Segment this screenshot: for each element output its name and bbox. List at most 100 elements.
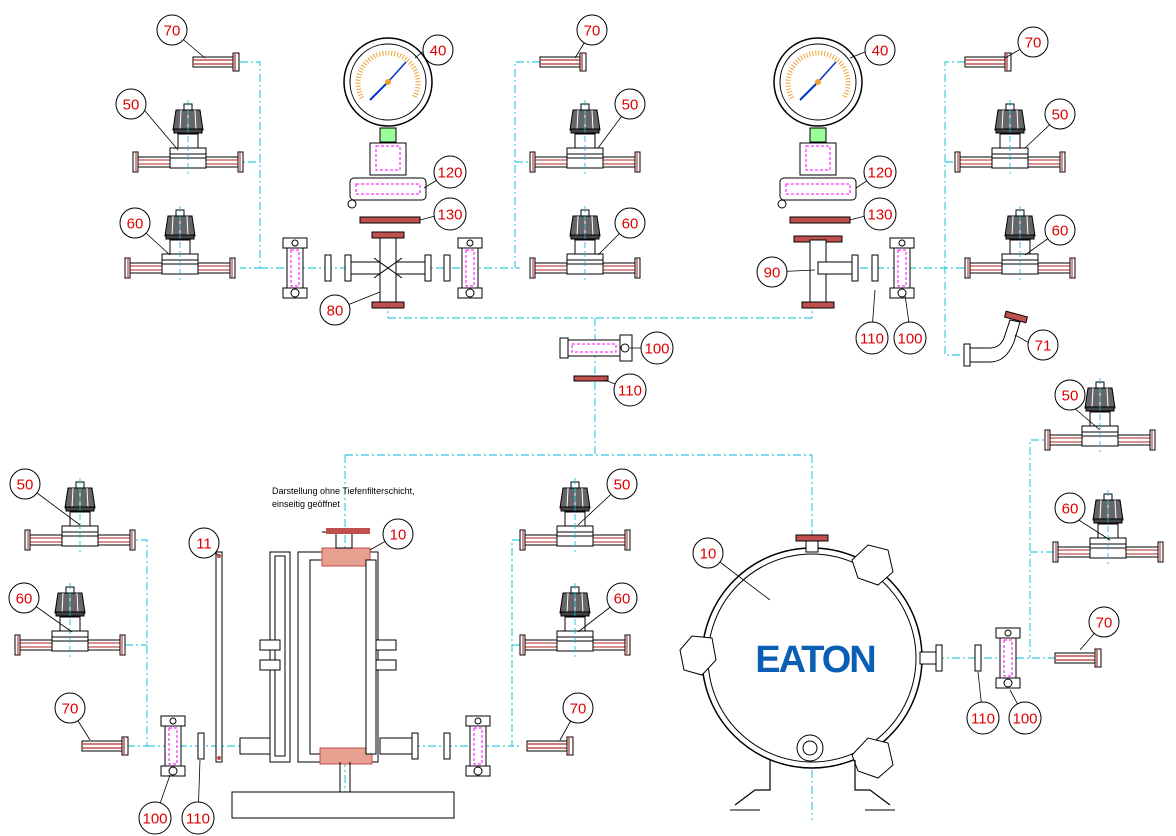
pipe-stub-bottom-left-70 [81, 736, 129, 756]
callout-circle [433, 197, 467, 231]
callout-label: 70 [584, 23, 601, 40]
callout-120: 120 [433, 155, 467, 189]
base-stand [231, 762, 455, 819]
callout-circle [181, 801, 215, 835]
callout-40: 40 [864, 34, 896, 66]
callout-circle [863, 155, 897, 189]
callout-90: 90 [756, 256, 788, 288]
gasket-bottom-mid [443, 732, 451, 760]
callout-circle [156, 14, 188, 46]
gasket-bottom-left-110 [197, 732, 205, 760]
callout-circle [119, 207, 151, 239]
callout-circle [54, 692, 86, 724]
pipe-stub-top-right-70 [964, 52, 1012, 72]
callout-circle [692, 537, 724, 569]
callout-circle [138, 801, 172, 835]
callout-50: 50 [1054, 379, 1086, 411]
callout-circle [606, 582, 638, 614]
callout-70: 70 [156, 14, 188, 46]
note-line-2: einseitig geöffnet [272, 499, 340, 509]
callout-circle [1044, 98, 1076, 130]
pipe-stub-right-tank-70 [1054, 648, 1102, 668]
pipe-stub-top-left-70 [192, 52, 240, 72]
valve-top-left-50 [132, 99, 244, 175]
callout-circle [8, 582, 40, 614]
callout-circle [966, 701, 1000, 735]
callout-60: 60 [1054, 492, 1086, 524]
callout-label: 70 [62, 701, 79, 718]
gasket-left [324, 254, 332, 282]
callout-label: 70 [164, 23, 181, 40]
gauge-right-40 [774, 38, 862, 224]
callout-label: 90 [764, 265, 781, 282]
callout-label: 10 [700, 546, 717, 563]
callout-60: 60 [606, 582, 638, 614]
callout-circle [1054, 492, 1086, 524]
callout-circle [1017, 26, 1049, 58]
callout-label: 130 [867, 207, 892, 224]
callout-circle [756, 256, 788, 288]
callout-label: 71 [1035, 338, 1052, 355]
callout-circle [115, 88, 147, 120]
gasket-left-2 [443, 254, 451, 282]
callout-circle [1054, 379, 1086, 411]
callout-60: 60 [1044, 214, 1076, 246]
sight-glass-center-100 [559, 334, 633, 362]
callout-label: 130 [437, 207, 462, 224]
callout-110: 110 [613, 373, 647, 407]
callout-label: 60 [127, 216, 144, 233]
callout-60: 60 [614, 207, 646, 239]
callout-120: 120 [863, 155, 897, 189]
callout-circle [1044, 214, 1076, 246]
callout-100: 100 [138, 801, 172, 835]
callout-40: 40 [422, 34, 454, 66]
eaton-logo: EATON [755, 639, 877, 681]
callout-100: 100 [893, 321, 927, 355]
callout-label: 50 [17, 477, 34, 494]
rod-11 [215, 551, 223, 763]
callout-60: 60 [119, 207, 151, 239]
callout-label: 50 [123, 97, 140, 114]
valve-bottom-left-50 [24, 477, 136, 553]
callout-50: 50 [614, 88, 646, 120]
callout-label: 100 [897, 331, 922, 348]
callout-label: 50 [1062, 388, 1079, 405]
elbow-71 [963, 310, 1029, 367]
callout-label: 110 [618, 383, 642, 400]
callout-label: 70 [1096, 615, 1113, 632]
sight-glass-left [282, 237, 308, 299]
callout-label: 40 [872, 43, 889, 60]
filter-housing-side-10 [239, 528, 419, 765]
filter-tank-10 [679, 534, 943, 811]
callout-10: 10 [692, 537, 724, 569]
callout-label: 40 [430, 43, 447, 60]
callouts: 70 40 70 40 70 50 50 50 120 120 130 130 60 60 60 90 80 11… [8, 14, 1120, 835]
callout-label: 70 [1025, 35, 1042, 52]
callout-50: 50 [606, 468, 638, 500]
callout-label: 100 [1012, 711, 1037, 728]
callout-label: 80 [327, 303, 344, 320]
callout-circle [613, 373, 647, 407]
gasket-right-tank-110 [974, 644, 982, 672]
callout-130: 130 [433, 197, 467, 231]
gasket-center-110 [573, 375, 609, 382]
callout-label: 50 [614, 477, 631, 494]
callout-50: 50 [9, 468, 41, 500]
callout-110: 110 [966, 701, 1000, 735]
callout-circle [562, 692, 594, 724]
callout-circle [614, 88, 646, 120]
cross-piece-80 [344, 231, 432, 309]
callout-70: 70 [576, 14, 608, 46]
svg-text:EATON: EATON [755, 639, 875, 681]
callout-circle [893, 321, 927, 355]
callout-label: 110 [860, 331, 884, 348]
tee-piece-90 [793, 235, 859, 309]
callout-100: 100 [640, 331, 674, 365]
callout-80: 80 [319, 294, 351, 326]
callout-130: 130 [863, 197, 897, 231]
callout-circle [640, 331, 674, 365]
sight-glass-left-2 [457, 237, 483, 299]
callout-label: 50 [622, 97, 639, 114]
callout-label: 60 [1052, 223, 1069, 240]
callout-label: 60 [614, 591, 631, 608]
